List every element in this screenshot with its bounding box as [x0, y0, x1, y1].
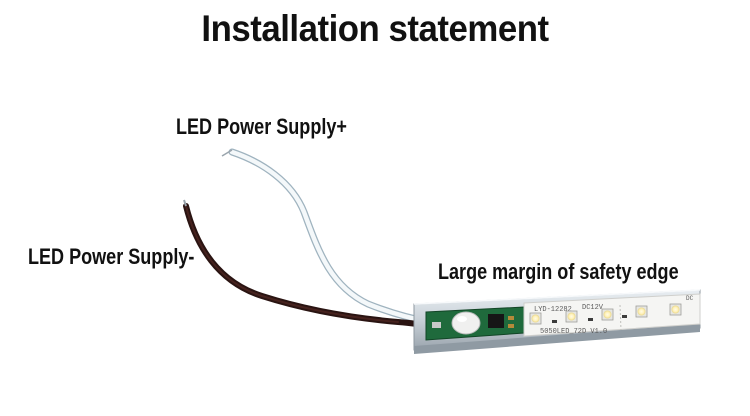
pcb-model-text: LYD-12282 — [534, 306, 572, 314]
led-chip — [635, 305, 648, 318]
positive-wire — [221, 148, 434, 326]
pcb-voltage-text: DC12V — [582, 304, 604, 312]
label-safety-edge: Large margin of safety edge — [438, 259, 679, 284]
sensor-dome — [451, 311, 481, 335]
label-power-supply-minus: LED Power Supply- — [28, 244, 195, 269]
label-power-supply-plus: LED Power Supply+ — [176, 114, 347, 139]
pcb-spec-text: 5050LED_72D V1.0 — [540, 328, 607, 336]
led-chip — [601, 308, 614, 321]
led-chip — [529, 312, 542, 325]
led-chip — [669, 303, 682, 316]
chip — [488, 314, 504, 328]
page-title: Installation statement — [201, 8, 549, 49]
led-strip: LYD-12282 DC12V 5050LED_72D V1.0 DC — [523, 293, 701, 337]
negative-wire — [183, 199, 433, 329]
pcb-edge-text: DC — [686, 295, 694, 302]
sensor-pcb — [425, 306, 525, 341]
led-chip — [565, 310, 578, 323]
